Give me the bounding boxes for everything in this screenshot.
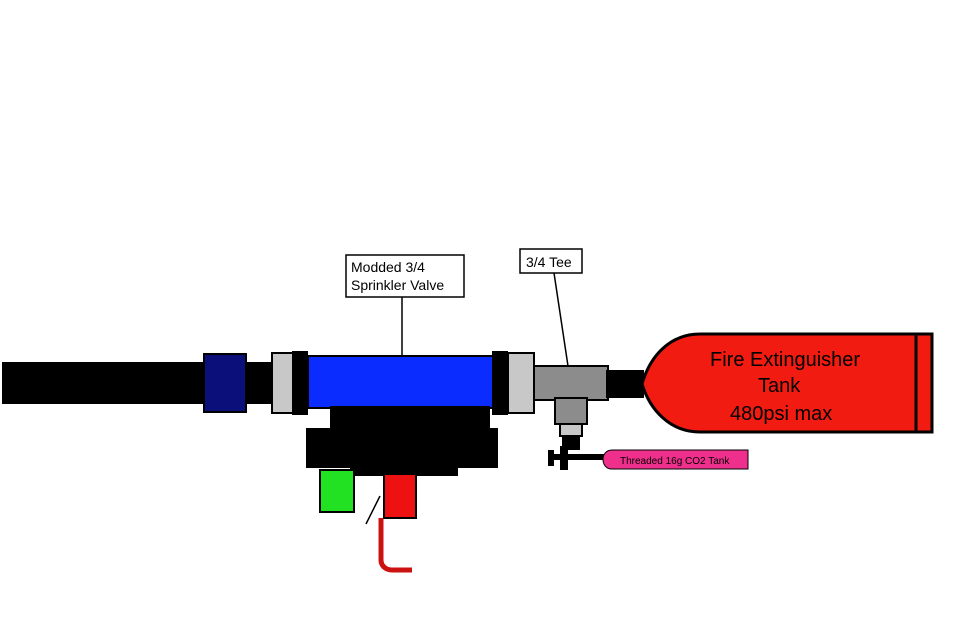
barrel-coupler (203, 353, 247, 413)
tank-label-line3: 480psi max (730, 403, 832, 425)
co2-label: Threaded 16g CO2 Tank (620, 456, 730, 467)
extinguisher-tank (640, 332, 920, 434)
tank-label-line2: Tank (758, 375, 801, 397)
tee-nipple (559, 423, 583, 437)
barrel (2, 362, 204, 404)
valve-label-box (345, 254, 465, 298)
valve-housing (306, 428, 498, 468)
tank-end-cap (914, 332, 934, 434)
tee-label-leader (553, 272, 569, 367)
tee-fitting (533, 365, 609, 401)
co2-valve-handle (548, 450, 554, 466)
right-bushing (507, 352, 535, 414)
pipe-section (246, 362, 272, 404)
valve-housing-lower (350, 466, 458, 476)
valve-label-line1: Modded 3/4 (351, 259, 425, 275)
left-bushing (271, 352, 295, 414)
valve-label-line2: Sprinkler Valve (351, 277, 444, 293)
trigger (378, 518, 412, 573)
tee-label: 3/4 Tee (526, 254, 572, 270)
tank-label-line1: Fire Extinguisher (710, 349, 860, 371)
co2-tank (602, 449, 749, 470)
tee-label-box (519, 248, 583, 274)
sprinkler-valve (307, 355, 495, 409)
co2-valve-knob (560, 446, 568, 470)
tee-branch (554, 397, 588, 425)
left-bushing-ring (292, 351, 308, 415)
valve-housing-top (330, 406, 490, 430)
tank-neck (606, 370, 644, 398)
co2-valve-stem (551, 454, 605, 460)
trigger-wire (365, 495, 381, 525)
green-fitting (319, 469, 355, 513)
red-fitting (383, 473, 417, 519)
right-bushing-ring (492, 351, 508, 415)
